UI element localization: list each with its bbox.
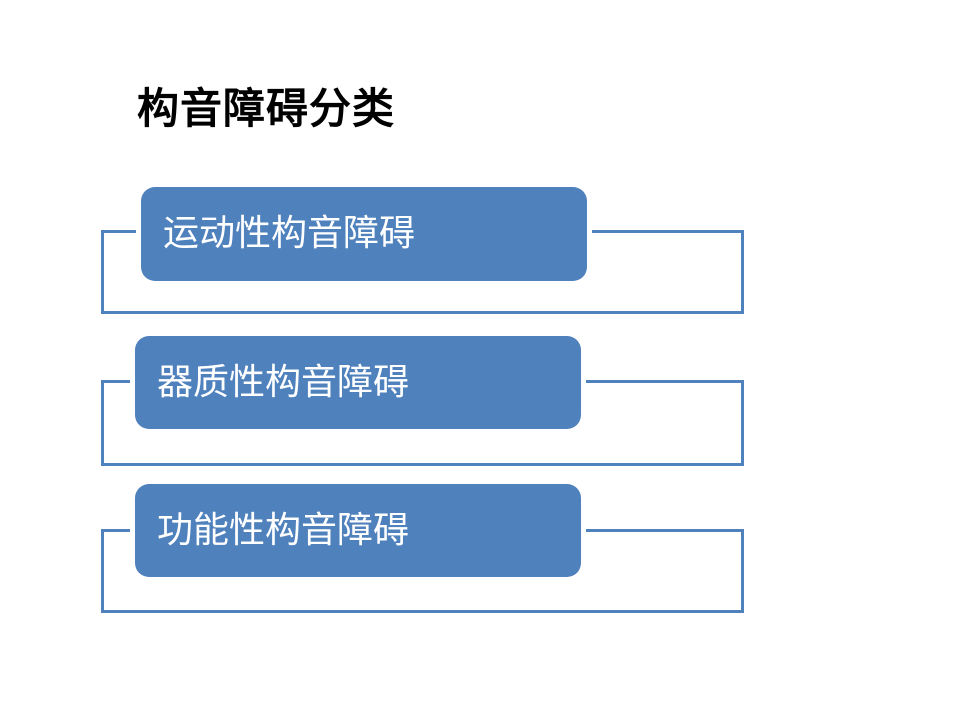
category-functional-box[interactable]: 功能性构音障碍 [135,484,581,577]
category-motor-box[interactable]: 运动性构音障碍 [141,187,587,281]
category-organic-box[interactable]: 器质性构音障碍 [135,336,581,429]
page-title: 构音障碍分类 [137,84,396,133]
